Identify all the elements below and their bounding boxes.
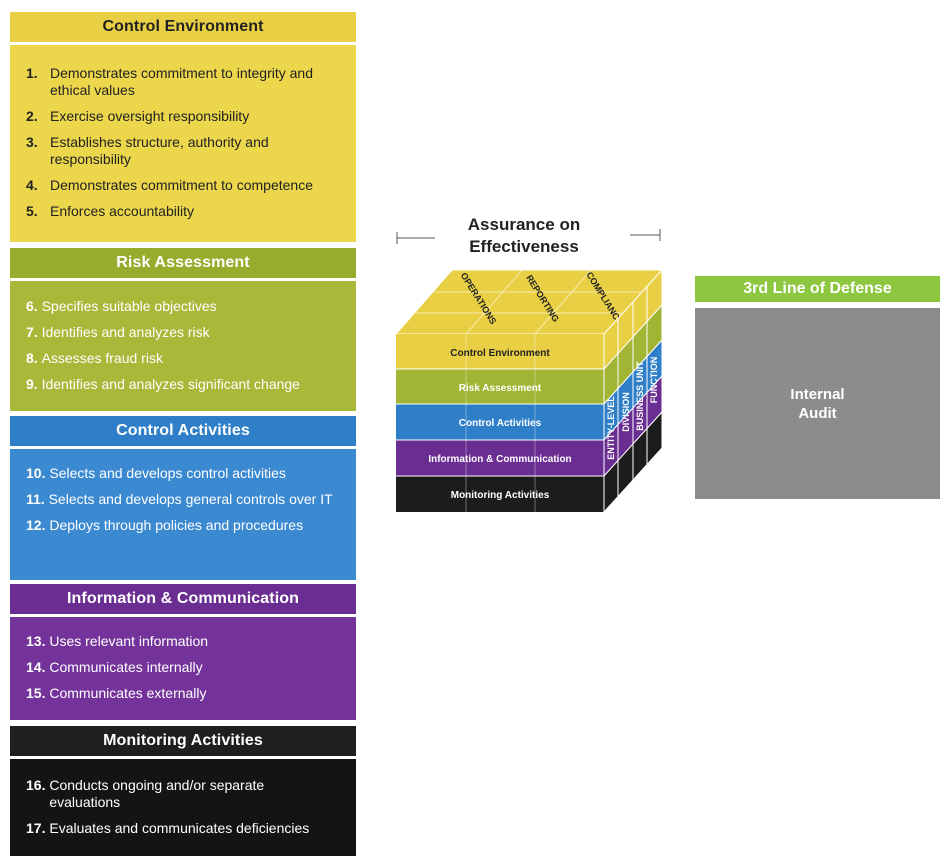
principle-number: 3. <box>26 134 38 150</box>
principle-item: 1. Demonstrates commitment to integrity a… <box>26 65 328 99</box>
component-information-communication: Information & Communication 13. Uses rel… <box>10 584 356 720</box>
principle-text: Assesses fraud risk <box>41 350 163 366</box>
principle-number: 12. <box>26 517 46 533</box>
principle-item: 4. Demonstrates commitment to competence <box>26 177 328 194</box>
side-label-function: FUNCTION <box>649 357 659 404</box>
front-row-control-activities <box>396 404 604 440</box>
front-row-information-communication <box>396 440 604 476</box>
principle-item: 5. Enforces accountability <box>26 203 328 220</box>
third-line-header: 3rd Line of Defense <box>695 276 940 302</box>
assurance-title: Assurance on Effectiveness <box>440 214 608 258</box>
coso-cube: OPERATIONS REPORTING COMPLIANCE Control … <box>394 229 664 514</box>
internal-audit-box: Internal Audit <box>695 308 940 499</box>
principle-text: Specifies suitable objectives <box>41 298 217 314</box>
principle-number: 14. <box>26 659 46 675</box>
principle-number: 8. <box>26 350 38 366</box>
component-title: Information & Communication <box>10 584 356 614</box>
principle-number: 6. <box>26 298 38 314</box>
assurance-title-line: Effectiveness <box>469 237 579 256</box>
principle-list: 13. Uses relevant information 14. Commun… <box>10 617 356 720</box>
front-label: Control Environment <box>450 348 550 359</box>
principle-list: 16. Conducts ongoing and/or separate eva… <box>10 759 356 856</box>
front-row-labels: Control Environment Risk Assessment Cont… <box>428 348 571 501</box>
principle-text: Communicates internally <box>49 659 203 675</box>
principle-number: 2. <box>26 108 38 124</box>
principle-number: 16. <box>26 777 46 793</box>
principle-text: Identifies and analyzes risk <box>41 324 210 340</box>
principle-number: 15. <box>26 685 46 701</box>
side-label-entity-level: ENTITY-LEVEL <box>606 396 616 460</box>
principle-number: 1. <box>26 65 38 81</box>
principle-item: 13. Uses relevant information <box>26 633 336 650</box>
principle-item: 6. Specifies suitable objectives <box>26 298 336 315</box>
principle-text: Deploys through policies and procedures <box>49 517 304 533</box>
component-control-activities: Control Activities 10. Selects and devel… <box>10 416 356 580</box>
principle-item: 8. Assesses fraud risk <box>26 350 336 367</box>
principle-text: Demonstrates commitment to competence <box>50 177 313 193</box>
principle-item: 3. Establishes structure, authority and r… <box>26 134 328 168</box>
principle-number: 5. <box>26 203 38 219</box>
front-row-risk-assessment <box>396 369 604 404</box>
principle-item: 16. Conducts ongoing and/or separate eva… <box>26 777 336 811</box>
principle-text: Establishes structure, authority and res… <box>50 134 269 167</box>
front-label: Monitoring Activities <box>451 490 550 501</box>
principle-item: 15. Communicates externally <box>26 685 336 702</box>
component-control-environment: Control Environment 1. Demonstrates commi… <box>10 12 356 242</box>
component-monitoring-activities: Monitoring Activities 16. Conducts ongoi… <box>10 726 356 856</box>
principle-item: 2. Exercise oversight responsibility <box>26 108 328 125</box>
front-row-monitoring-activities <box>396 476 604 512</box>
principle-item: 7. Identifies and analyzes risk <box>26 324 336 341</box>
principle-text: Enforces accountability <box>50 203 194 219</box>
principle-number: 10. <box>26 465 46 481</box>
principle-text: Uses relevant information <box>49 633 209 649</box>
bracket-left <box>396 232 435 244</box>
principle-number: 17. <box>26 820 46 836</box>
principle-text: Identifies and analyzes significant chan… <box>41 376 300 392</box>
principle-number: 9. <box>26 376 38 392</box>
principle-item: 17. Evaluates and communicates deficienc… <box>26 820 336 837</box>
principle-text: Communicates externally <box>49 685 207 701</box>
side-labels: ENTITY-LEVEL DIVISION BUSINESS UNIT FUNC… <box>606 357 659 460</box>
principle-text: Selects and develops general controls ov… <box>48 491 333 507</box>
component-risk-assessment: Risk Assessment 6. Specifies suitable ob… <box>10 248 356 411</box>
assurance-title-line: Assurance on <box>467 215 581 234</box>
principle-item: 10. Selects and develops control activit… <box>26 465 336 482</box>
front-label: Information & Communication <box>428 454 571 465</box>
principle-text: Selects and develops control activities <box>49 465 286 481</box>
bracket-right <box>630 229 661 241</box>
component-title: Monitoring Activities <box>10 726 356 756</box>
front-label: Risk Assessment <box>459 383 542 394</box>
principle-text: Evaluates and communicates deficiencies <box>49 820 310 836</box>
cube-top-grid <box>415 269 642 335</box>
principle-item: 11. Selects and develops general control… <box>26 491 336 508</box>
principle-list: 1. Demonstrates commitment to integrity a… <box>10 45 356 242</box>
side-label-division: DIVISION <box>621 392 631 432</box>
principle-text: Exercise oversight responsibility <box>50 108 250 124</box>
side-column-dividers <box>617 286 648 497</box>
side-label-business-unit: BUSINESS UNIT <box>635 361 645 431</box>
front-row-dividers <box>396 334 604 512</box>
component-title: Risk Assessment <box>10 248 356 278</box>
principle-number: 4. <box>26 177 38 193</box>
principle-item: 9. Identifies and analyzes significant c… <box>26 376 336 393</box>
component-title: Control Activities <box>10 416 356 446</box>
principle-item: 14. Communicates internally <box>26 659 336 676</box>
front-label: Control Activities <box>459 418 542 429</box>
principle-text: Demonstrates commitment to integrity and… <box>50 65 313 98</box>
internal-audit-label: Internal Audit <box>790 385 845 422</box>
principle-number: 13. <box>26 633 46 649</box>
component-title: Control Environment <box>10 12 356 42</box>
principle-text: Conducts ongoing and/or separate evaluat… <box>49 777 265 810</box>
principle-list: 10. Selects and develops control activit… <box>10 449 356 580</box>
front-row-control-environment <box>396 334 604 369</box>
principle-number: 7. <box>26 324 38 340</box>
cube-front-face <box>396 334 604 512</box>
principle-number: 11. <box>26 491 45 507</box>
principle-list: 6. Specifies suitable objectives 7. Iden… <box>10 281 356 411</box>
principle-item: 12. Deploys through policies and procedu… <box>26 517 336 534</box>
